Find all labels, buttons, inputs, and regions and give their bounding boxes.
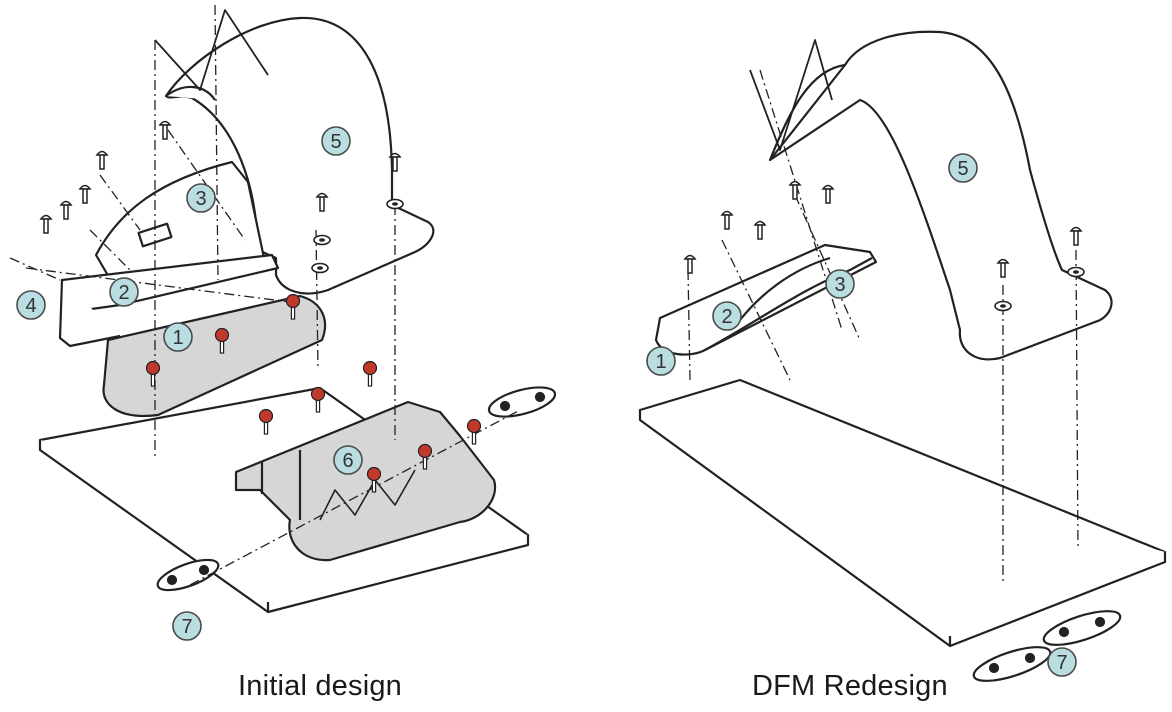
bracket-part-1-initial (102, 294, 327, 418)
callout-initial: 3 (186, 183, 216, 213)
svg-text:6: 6 (342, 450, 353, 472)
hood-part-5-redesign (768, 30, 1113, 361)
redesign-assembly (638, 30, 1167, 682)
caption-initial-design: Initial design (238, 670, 403, 702)
callout-initial: 7 (172, 611, 202, 641)
svg-text:4: 4 (25, 295, 36, 317)
initial-design-assembly (9, 4, 557, 614)
svg-text:5: 5 (330, 131, 341, 153)
clamp-icon (487, 386, 557, 418)
callout-redesign: 1 (646, 346, 676, 376)
base-plate-redesign (638, 378, 1167, 648)
caption-dfm-redesign: DFM Redesign (752, 670, 948, 702)
callout-redesign: 7 (1047, 647, 1077, 677)
channel-part-6-initial (234, 400, 497, 562)
clamp-icon (156, 558, 220, 592)
clamp-icon (972, 610, 1122, 682)
callout-initial: 1 (163, 322, 193, 352)
callout-initial: 2 (109, 277, 139, 307)
callout-initial: 6 (333, 445, 363, 475)
svg-text:3: 3 (834, 274, 845, 296)
svg-text:2: 2 (721, 306, 732, 328)
assembly-axes-initial (9, 4, 521, 586)
callout-redesign: 5 (948, 153, 978, 183)
hood-part-5-initial (164, 16, 435, 295)
svg-text:1: 1 (172, 327, 183, 349)
callout-redesign: 3 (825, 269, 855, 299)
leader-lines-redesign (749, 39, 833, 151)
callout-redesign: 2 (712, 301, 742, 331)
svg-text:1: 1 (655, 351, 666, 373)
callout-initial: 4 (16, 290, 46, 320)
svg-text:7: 7 (181, 616, 192, 638)
svg-text:5: 5 (957, 158, 968, 180)
svg-text:2: 2 (118, 282, 129, 304)
leader-lines-initial (154, 9, 269, 91)
callout-initial: 5 (321, 126, 351, 156)
callouts: 1 2 3 4 5 6 7 1 2 3 5 7 (16, 126, 1077, 677)
svg-text:7: 7 (1056, 652, 1067, 674)
svg-text:3: 3 (195, 188, 206, 210)
